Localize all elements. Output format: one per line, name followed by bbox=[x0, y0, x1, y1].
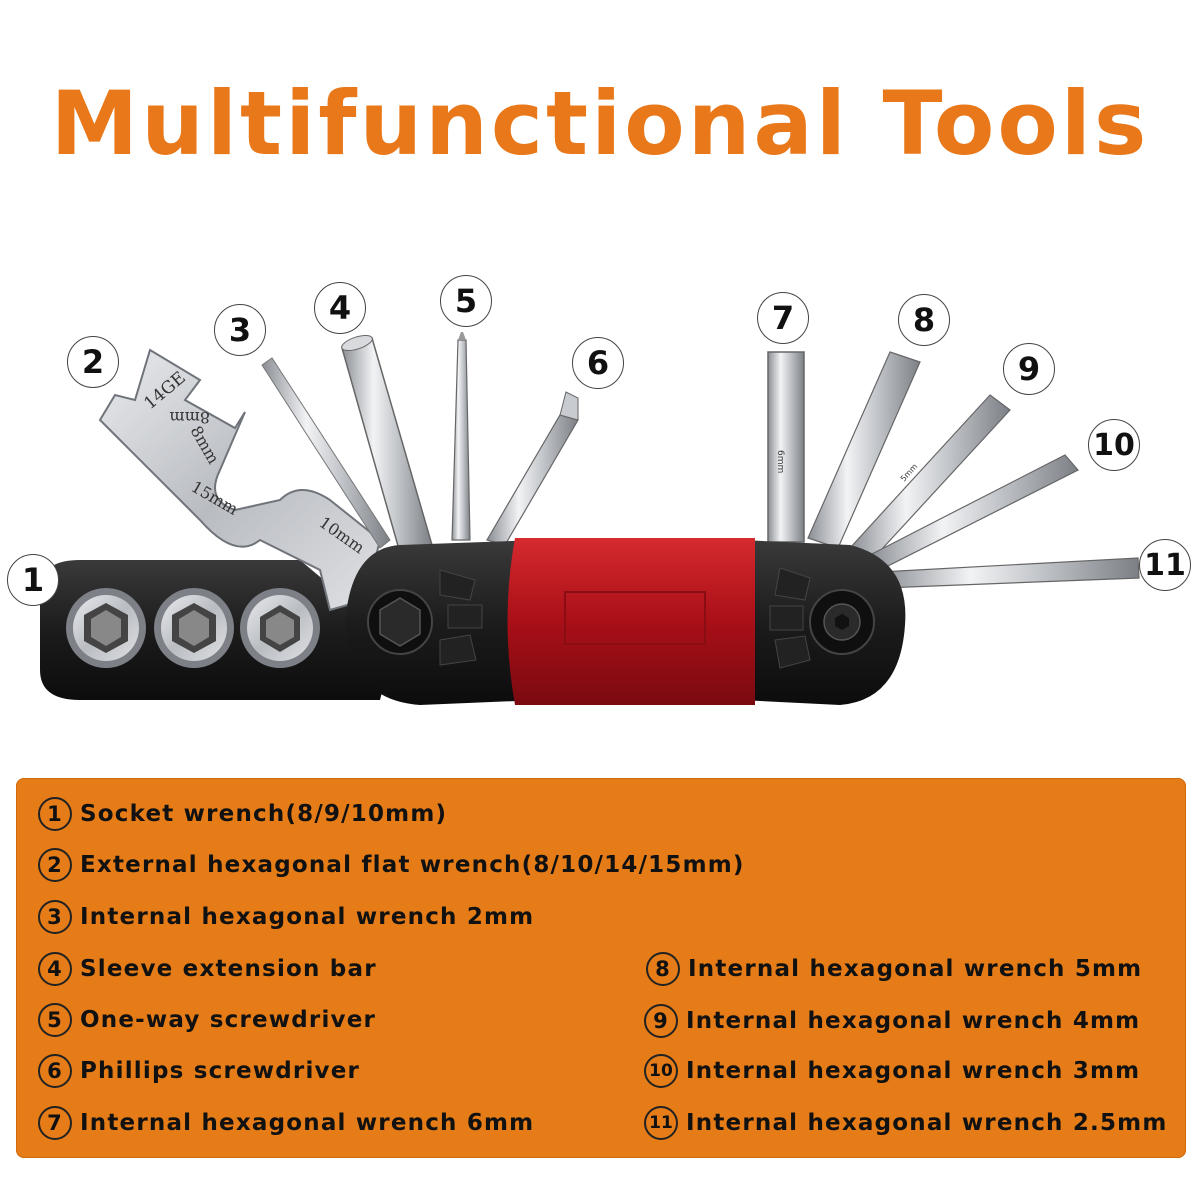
legend-label: Sleeve extension bar bbox=[80, 956, 377, 982]
legend-label: One-way screwdriver bbox=[80, 1007, 377, 1033]
marking-6mm: 6mm bbox=[775, 450, 785, 473]
legend-label: Socket wrench(8/9/10mm) bbox=[80, 801, 448, 827]
legend-item-6: 6 Phillips screwdriver bbox=[38, 1054, 360, 1088]
legend-number: 6 bbox=[38, 1054, 72, 1088]
legend-number: 8 bbox=[646, 952, 680, 986]
legend-label: Internal hexagonal wrench 6mm bbox=[80, 1110, 535, 1136]
callout-5: 5 bbox=[440, 275, 492, 327]
socket-wrench-part bbox=[40, 560, 395, 700]
legend-item-3: 3 Internal hexagonal wrench 2mm bbox=[38, 900, 534, 934]
legend-item-9: 9 Internal hexagonal wrench 4mm bbox=[644, 1004, 1140, 1038]
legend-panel bbox=[16, 778, 1186, 1158]
callout-7: 7 bbox=[757, 292, 809, 344]
callout-9: 9 bbox=[1003, 343, 1055, 395]
legend-item-8: 8 Internal hexagonal wrench 5mm bbox=[646, 952, 1142, 986]
legend-label: Internal hexagonal wrench 4mm bbox=[686, 1008, 1141, 1034]
callout-8: 8 bbox=[898, 294, 950, 346]
legend-item-10: 10 Internal hexagonal wrench 3mm bbox=[644, 1054, 1140, 1088]
legend-item-5: 5 One-way screwdriver bbox=[38, 1003, 376, 1037]
legend-label: Internal hexagonal wrench 3mm bbox=[686, 1058, 1141, 1084]
legend-label: Internal hexagonal wrench 2mm bbox=[80, 904, 535, 930]
legend-item-2: 2 External hexagonal flat wrench(8/10/14… bbox=[38, 848, 745, 882]
legend-item-11: 11 Internal hexagonal wrench 2.5mm bbox=[644, 1106, 1168, 1140]
marking-8mm-a: 8mm bbox=[169, 408, 210, 427]
legend-label: Internal hexagonal wrench 5mm bbox=[688, 956, 1143, 982]
legend-number: 2 bbox=[38, 848, 72, 882]
callout-4: 4 bbox=[314, 282, 366, 334]
legend-label: Phillips screwdriver bbox=[80, 1058, 361, 1084]
legend-number: 7 bbox=[38, 1106, 72, 1140]
legend-number: 3 bbox=[38, 900, 72, 934]
callout-3: 3 bbox=[214, 304, 266, 356]
multitool-illustration: 14GE 8mm 8mm 15mm 10mm 6mm 5mm bbox=[40, 332, 1140, 705]
callout-6: 6 bbox=[572, 337, 624, 389]
callout-1: 1 bbox=[7, 554, 59, 606]
legend-item-7: 7 Internal hexagonal wrench 6mm bbox=[38, 1106, 534, 1140]
callout-10: 10 bbox=[1088, 419, 1140, 471]
legend-number: 4 bbox=[38, 952, 72, 986]
flat-wrench-part: 14GE 8mm 8mm 15mm 10mm bbox=[98, 348, 382, 612]
legend-label: External hexagonal flat wrench(8/10/14/1… bbox=[80, 852, 745, 878]
legend-item-4: 4 Sleeve extension bar bbox=[38, 952, 377, 986]
callout-11: 11 bbox=[1139, 539, 1191, 591]
tool-body bbox=[345, 538, 906, 705]
left-fan-tools bbox=[261, 332, 579, 554]
legend-label: Internal hexagonal wrench 2.5mm bbox=[686, 1110, 1168, 1136]
callout-2: 2 bbox=[67, 336, 119, 388]
legend-item-1: 1 Socket wrench(8/9/10mm) bbox=[38, 797, 447, 831]
right-fan-tools: 6mm 5mm bbox=[767, 351, 1140, 589]
legend-number: 5 bbox=[38, 1003, 72, 1037]
legend-number: 9 bbox=[644, 1004, 678, 1038]
legend-number: 1 bbox=[38, 797, 72, 831]
legend-number: 10 bbox=[644, 1054, 678, 1088]
page-title: Multifunctional Tools bbox=[50, 72, 1150, 175]
legend-number: 11 bbox=[644, 1106, 678, 1140]
